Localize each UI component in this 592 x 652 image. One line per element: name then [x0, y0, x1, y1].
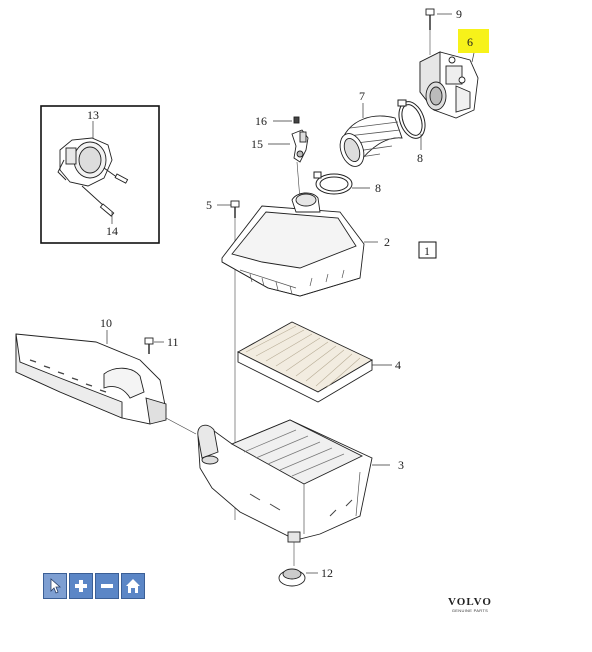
zoom-in-button[interactable]: [69, 573, 93, 599]
zoom-out-button[interactable]: [95, 573, 119, 599]
callout-7: 7: [359, 89, 365, 103]
callout-14: 14: [106, 224, 118, 238]
inset-throttle-body: [40, 105, 160, 244]
brand-name: VOLVO: [448, 596, 492, 608]
part-11-screw: [144, 337, 164, 354]
callout-9: 9: [456, 7, 462, 21]
callout-10: 10: [100, 316, 112, 330]
home-button[interactable]: [121, 573, 145, 599]
callout-1: 1: [424, 244, 430, 258]
part-8-clamp-upper: [397, 99, 426, 150]
part-7-intake-hose: [339, 103, 403, 167]
callout-4: 4: [395, 358, 401, 372]
callout-11: 11: [167, 335, 179, 349]
part-9-bolt: [425, 8, 452, 55]
part-2-airbox-cover: [221, 192, 378, 297]
callout-12: 12: [321, 566, 333, 580]
select-pointer-button[interactable]: [43, 573, 67, 599]
part-8-clamp-lower: [313, 171, 370, 195]
highlight-marker: [458, 29, 489, 53]
callout-16: 16: [255, 114, 267, 128]
callout-13: 13: [87, 108, 99, 122]
minus-icon: [101, 584, 113, 588]
callout-5: 5: [206, 198, 212, 212]
part-6-maf-housing: [419, 51, 479, 119]
part-15-sensor: [268, 116, 309, 201]
diagram-toolbar: [43, 573, 145, 599]
brand-subtitle: GENUINE PARTS: [451, 608, 489, 613]
plus-icon: [75, 580, 87, 592]
part-4-air-filter: [237, 321, 392, 403]
part-12-grommet: [278, 568, 318, 587]
part-3-airbox-housing: [197, 419, 390, 566]
callout-8a: 8: [417, 151, 423, 165]
callout-8b: 8: [375, 181, 381, 195]
callout-3: 3: [398, 458, 404, 472]
callout-2: 2: [384, 235, 390, 249]
brand-logo: VOLVO GENUINE PARTS: [440, 597, 500, 614]
callout-15: 15: [251, 137, 263, 151]
home-icon: [126, 579, 140, 593]
callout-6: 6: [467, 35, 473, 49]
cursor-icon: [50, 578, 62, 594]
part-10-intake-duct: [15, 330, 197, 435]
